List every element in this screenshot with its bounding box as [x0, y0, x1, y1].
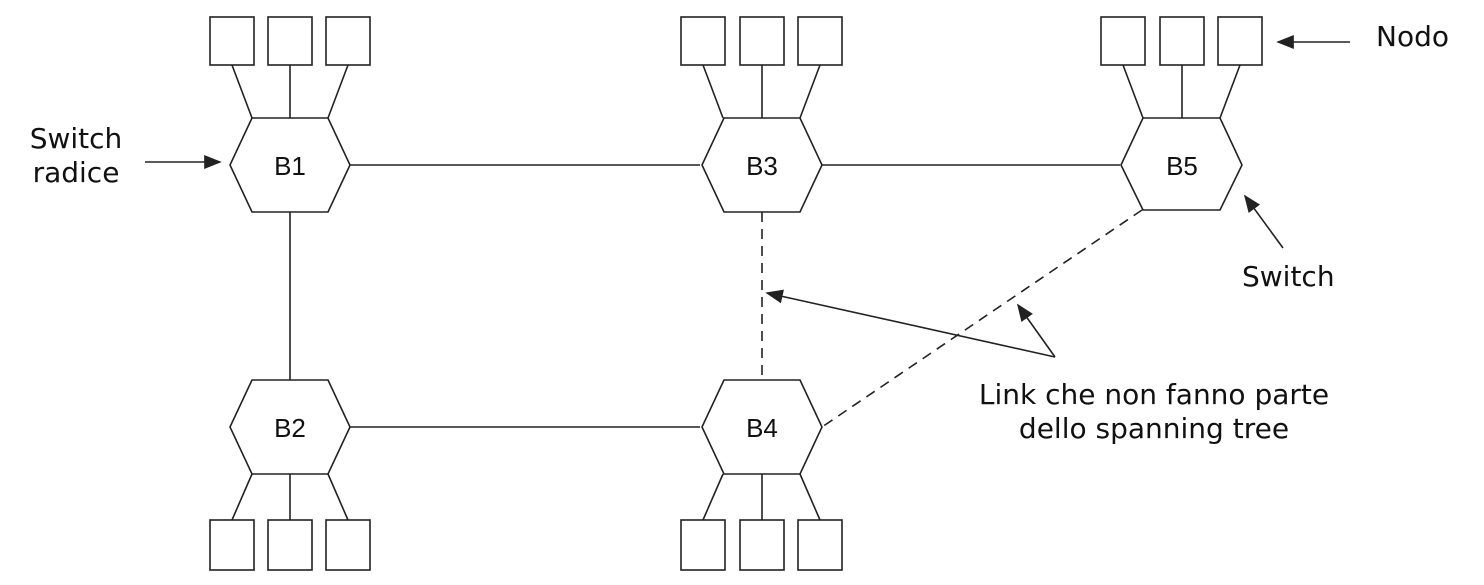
switch-b2: B2	[229, 379, 351, 475]
root-switch-label-line1: Switch	[29, 122, 123, 155]
switch-b3: B3	[701, 117, 823, 213]
switch-b5-label: B5	[1166, 151, 1198, 181]
node-box	[209, 519, 255, 571]
switch-b3-label: B3	[746, 151, 778, 181]
switch-b4-label: B4	[746, 413, 778, 443]
node-box	[325, 16, 371, 66]
excluded-links-label-line2: dello spanning tree	[1018, 412, 1290, 445]
switch-b1: B1	[229, 117, 351, 213]
node-box	[209, 16, 255, 66]
node-box	[739, 16, 785, 66]
switch-b4: B4	[701, 379, 823, 475]
node-label: Nodo	[1376, 20, 1449, 53]
excluded-link-arrow-right	[1016, 303, 1056, 358]
node-wires	[231, 64, 1241, 521]
node-box	[1217, 16, 1263, 66]
node-box	[1159, 16, 1205, 66]
switch-b2-label: B2	[274, 413, 306, 443]
excluded-links-label-line1: Link che non fanno parte	[978, 378, 1330, 411]
node-box	[739, 519, 785, 571]
switch-b5: B5	[1120, 117, 1243, 211]
excluded-link-arrow-left	[765, 289, 1056, 358]
nodes-b2	[209, 519, 371, 571]
nodes-b1	[209, 16, 371, 66]
node-box	[267, 16, 313, 66]
switch-b1-label: B1	[274, 151, 306, 181]
node-box	[680, 519, 726, 571]
link-b5-b4-dashed	[821, 209, 1143, 428]
root-switch-label: Switch radice	[22, 122, 130, 190]
root-switch-label-line2: radice	[32, 156, 120, 189]
excluded-links-label: Link che non fanno parte dello spanning …	[958, 378, 1350, 446]
nodes-b5	[1100, 16, 1263, 66]
node-box	[1100, 16, 1146, 66]
node-box	[797, 16, 843, 66]
node-box	[797, 519, 843, 571]
nodes-b3	[680, 16, 843, 66]
node-box	[325, 519, 371, 571]
switch-label: Switch	[1242, 260, 1335, 293]
node-box	[267, 519, 313, 571]
node-box	[680, 16, 726, 66]
nodes-b4	[680, 519, 843, 571]
switch-arrow	[1243, 194, 1284, 249]
